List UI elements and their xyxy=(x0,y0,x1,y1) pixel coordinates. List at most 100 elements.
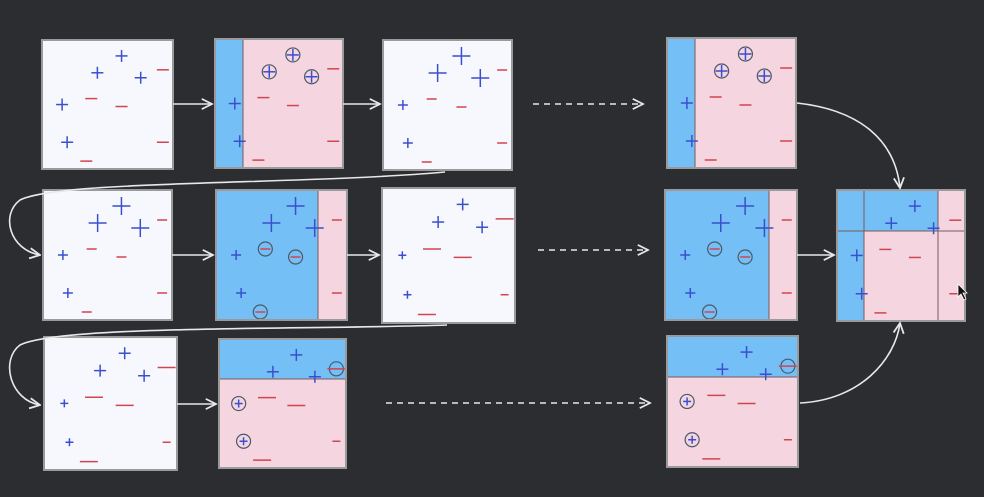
panel-frame xyxy=(666,37,797,169)
plus-sample xyxy=(428,64,447,82)
plus-sample xyxy=(305,219,324,237)
panel-stump-3b xyxy=(666,335,799,468)
positive-region xyxy=(667,336,798,377)
plus-sample xyxy=(88,214,107,232)
positive-region xyxy=(219,339,346,379)
panel-final-ensemble xyxy=(836,189,966,322)
plus-sample xyxy=(755,219,774,237)
misclassified-circle xyxy=(231,395,247,412)
plus-sample xyxy=(680,97,693,109)
plus-sample xyxy=(94,364,107,377)
misclassified-circle xyxy=(679,393,695,410)
misclassified-circle xyxy=(287,249,304,265)
plus-sample xyxy=(60,399,69,408)
plus-sample xyxy=(908,200,921,213)
plus-sample xyxy=(112,197,131,215)
plus-sample xyxy=(308,370,321,383)
misclassified-circle xyxy=(684,432,700,448)
plus-sample xyxy=(736,197,755,215)
plus-sample xyxy=(65,438,74,447)
plus-sample xyxy=(716,363,729,376)
plus-sample xyxy=(456,198,469,211)
negative-region xyxy=(318,190,347,320)
arrow-next-row xyxy=(8,171,446,255)
panel-stump-2 xyxy=(215,189,348,321)
negative-region xyxy=(219,379,346,468)
panel-stump-1 xyxy=(214,38,344,169)
plus-sample xyxy=(432,216,445,229)
plus-sample xyxy=(266,365,279,378)
negative-region xyxy=(667,377,798,467)
panel-initial-2 xyxy=(42,189,173,321)
misclassified-circle xyxy=(235,433,252,449)
plus-sample xyxy=(115,49,128,62)
plus-sample xyxy=(398,251,407,260)
plus-sample xyxy=(234,399,243,408)
plus-sample xyxy=(305,70,318,83)
panel-stump-2b xyxy=(664,189,798,321)
misclassified-circle xyxy=(303,69,320,85)
panel-frame xyxy=(666,335,799,468)
plus-sample xyxy=(228,97,241,110)
misclassified-circle xyxy=(756,68,772,84)
plus-sample xyxy=(263,65,276,78)
panel-frame xyxy=(218,338,347,469)
negative-region xyxy=(769,190,797,320)
plus-sample xyxy=(131,219,150,237)
plus-sample xyxy=(402,138,413,148)
negative-region xyxy=(864,231,938,321)
plus-sample xyxy=(740,346,753,359)
misclassified-circle xyxy=(261,64,277,80)
plus-sample xyxy=(715,65,728,77)
panel-stump-1b xyxy=(666,37,797,169)
misclassified-circle xyxy=(285,47,301,63)
negative-region xyxy=(938,190,965,321)
panel-frame xyxy=(381,187,516,324)
plus-sample xyxy=(927,222,940,235)
plus-sample xyxy=(685,288,696,298)
plus-sample xyxy=(91,66,104,79)
plus-sample xyxy=(57,250,68,260)
plus-sample xyxy=(855,287,868,300)
arrow-to-ensemble xyxy=(799,323,900,404)
plus-sample xyxy=(711,214,730,232)
arrow-next-row xyxy=(8,324,448,405)
plus-sample xyxy=(62,288,73,298)
plus-sample xyxy=(452,47,471,65)
positive-region xyxy=(864,190,938,231)
panel-initial-1 xyxy=(41,39,174,170)
plus-sample xyxy=(286,197,305,215)
plus-sample xyxy=(471,69,490,87)
misclassified-circle xyxy=(737,46,754,62)
mouse-cursor-icon xyxy=(957,283,968,301)
plus-sample xyxy=(134,71,147,84)
plus-sample xyxy=(236,288,247,298)
panel-stump-3 xyxy=(218,338,347,469)
plus-sample xyxy=(56,98,69,111)
plus-sample xyxy=(885,217,898,230)
misclassified-circle xyxy=(707,241,723,257)
plus-sample xyxy=(61,136,74,149)
plus-sample xyxy=(397,100,408,110)
panel-frame xyxy=(382,39,513,171)
plus-sample xyxy=(233,135,246,148)
plus-sample xyxy=(850,249,863,262)
misclassified-circle xyxy=(257,241,273,257)
plus-sample xyxy=(739,48,752,60)
plus-sample xyxy=(758,70,771,82)
panel-initial-3 xyxy=(43,336,178,471)
plus-sample xyxy=(476,221,489,234)
plus-sample xyxy=(231,250,242,260)
plus-sample xyxy=(403,290,412,299)
plus-sample xyxy=(239,437,248,446)
panel-frame xyxy=(836,189,966,322)
plus-sample xyxy=(286,48,299,61)
plus-sample xyxy=(688,435,697,444)
arrow-to-ensemble xyxy=(796,102,900,188)
plus-sample xyxy=(262,214,281,232)
panel-reweighted-1 xyxy=(382,39,513,171)
plus-sample xyxy=(138,369,151,382)
plus-sample xyxy=(685,135,698,147)
misclassified-circle xyxy=(714,63,730,79)
